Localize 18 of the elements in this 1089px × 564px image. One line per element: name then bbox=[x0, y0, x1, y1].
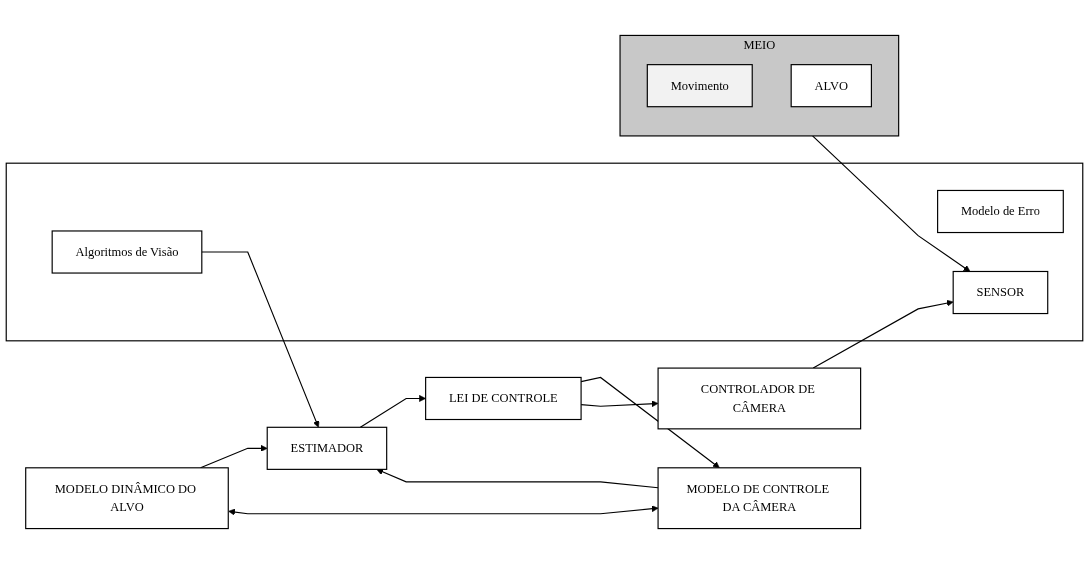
cluster bbox=[5, 162, 1084, 342]
node-box: Modelo de Erro bbox=[937, 189, 1064, 234]
node-box: MODELO DE CONTROLE DA CÂMERA bbox=[657, 467, 862, 530]
node-box: SENSOR bbox=[952, 270, 1049, 315]
arrow bbox=[811, 135, 971, 272]
node-box: ESTIMADOR bbox=[266, 426, 388, 470]
arrow bbox=[228, 505, 659, 516]
node-box: Algoritmos de Visão bbox=[51, 230, 203, 274]
node-box: ALVO bbox=[790, 64, 872, 108]
arrow bbox=[201, 251, 320, 428]
arrow bbox=[376, 468, 659, 489]
node-box: LEI DE CONTROLE bbox=[425, 376, 582, 421]
node-box: Movimento bbox=[646, 64, 753, 108]
arrow bbox=[812, 299, 954, 369]
arrow bbox=[200, 444, 268, 469]
arrow bbox=[359, 395, 426, 428]
node-box: CONTROLADOR DE CÂMERA bbox=[657, 367, 862, 430]
node-box: MODELO DINÂMICO DO ALVO bbox=[25, 467, 229, 530]
